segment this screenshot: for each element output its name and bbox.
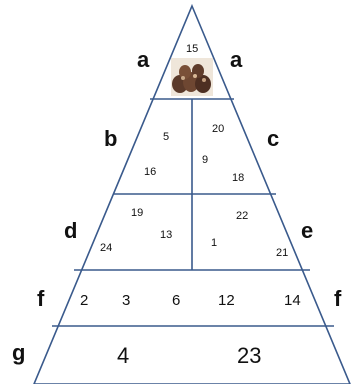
number-f-4: 12 xyxy=(218,293,235,308)
tier-label-f-left: f xyxy=(37,288,44,310)
number-g-2: 23 xyxy=(237,345,261,367)
number-d-1: 19 xyxy=(131,208,143,219)
number-d-3: 24 xyxy=(100,243,112,254)
number-f-2: 3 xyxy=(122,293,130,308)
tier-label-g: g xyxy=(12,342,25,364)
number-top: 15 xyxy=(186,44,198,55)
tier-label-e: e xyxy=(301,220,313,242)
number-d-2: 13 xyxy=(160,230,172,241)
number-f-1: 2 xyxy=(80,293,88,308)
number-g-1: 4 xyxy=(117,345,129,367)
number-c-1: 20 xyxy=(212,124,224,135)
number-c-2: 9 xyxy=(202,155,208,166)
number-e-3: 21 xyxy=(276,248,288,259)
number-b-2: 16 xyxy=(144,167,156,178)
number-e-1: 22 xyxy=(236,211,248,222)
number-f-3: 6 xyxy=(172,293,180,308)
food-photo-icon xyxy=(171,58,213,96)
tier-label-d: d xyxy=(64,220,77,242)
tier-label-b: b xyxy=(104,128,117,150)
tier-label-a-left: a xyxy=(137,49,149,71)
number-b-1: 5 xyxy=(163,132,169,143)
number-c-3: 18 xyxy=(232,173,244,184)
number-f-5: 14 xyxy=(284,293,301,308)
tier-label-c: c xyxy=(267,128,279,150)
number-e-2: 1 xyxy=(211,238,217,249)
tier-label-f-right: f xyxy=(334,288,341,310)
tier-label-a-right: a xyxy=(230,49,242,71)
